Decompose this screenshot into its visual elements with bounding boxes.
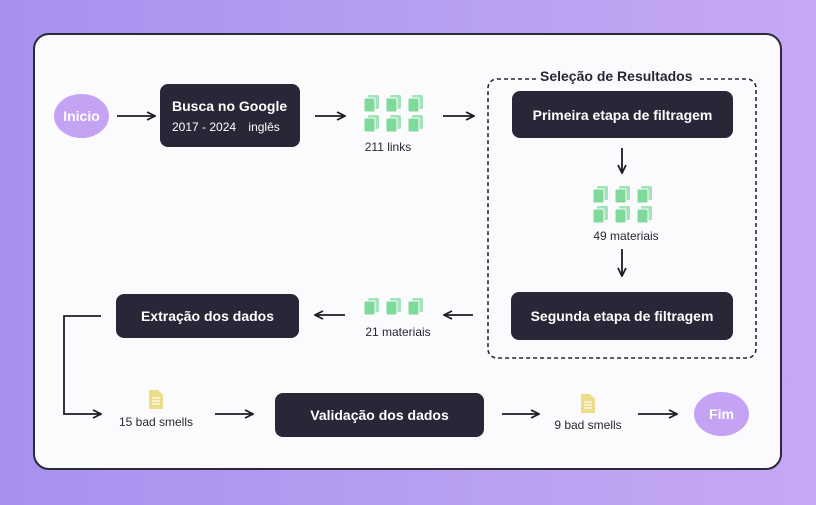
busca-google-node: Busca no Google 2017 - 2024 inglês xyxy=(160,84,300,147)
materiais-49-count: 49 materiais xyxy=(593,229,659,243)
smells-9-count: 9 bad smells xyxy=(554,418,622,432)
extracao-node: Extração dos dados xyxy=(116,294,299,338)
busca-lang: inglês xyxy=(248,119,280,134)
segunda-filtragem-node: Segunda etapa de filtragem xyxy=(511,292,733,340)
links-count: 211 links xyxy=(364,140,412,154)
document-stack-glyph xyxy=(407,95,423,113)
busca-title: Busca no Google xyxy=(172,97,288,114)
documents-stack-icon xyxy=(363,297,429,322)
validacao-node: Validação dos dados xyxy=(275,393,484,437)
document-stack-glyph xyxy=(592,206,608,224)
document-stack-glyph xyxy=(614,186,630,204)
document-stack-glyph xyxy=(636,186,652,204)
document-stack-glyph xyxy=(385,298,401,316)
document-glyph xyxy=(149,390,163,409)
document-stack-glyph xyxy=(614,206,630,224)
arrow-extracao-15 xyxy=(63,315,101,414)
document-stack-glyph xyxy=(385,115,401,133)
document-stack-glyph xyxy=(636,206,652,224)
document-stack-glyph xyxy=(407,115,423,133)
document-stack-glyph xyxy=(363,95,379,113)
smells-15-count: 15 bad smells xyxy=(118,415,194,429)
document-icon xyxy=(580,393,596,419)
document-glyph xyxy=(581,394,595,413)
document-stack-glyph xyxy=(363,115,379,133)
materiais-21-count: 21 materiais xyxy=(365,325,431,339)
selecao-title: Seleção de Resultados xyxy=(536,68,697,84)
document-stack-glyph xyxy=(385,95,401,113)
primeira-filtragem-node: Primeira etapa de filtragem xyxy=(512,91,733,138)
fim-node: Fim xyxy=(694,392,749,436)
inicio-node: Inicio xyxy=(54,94,109,138)
document-stack-glyph xyxy=(592,186,608,204)
document-stack-glyph xyxy=(363,298,379,316)
documents-stack-icon xyxy=(363,94,429,139)
selecao-dashed-border xyxy=(487,78,757,359)
document-icon xyxy=(148,389,164,415)
busca-years: 2017 - 2024 xyxy=(172,119,237,134)
documents-stack-icon xyxy=(592,185,658,230)
document-stack-glyph xyxy=(407,298,423,316)
busca-meta: 2017 - 2024 inglês xyxy=(172,120,280,134)
